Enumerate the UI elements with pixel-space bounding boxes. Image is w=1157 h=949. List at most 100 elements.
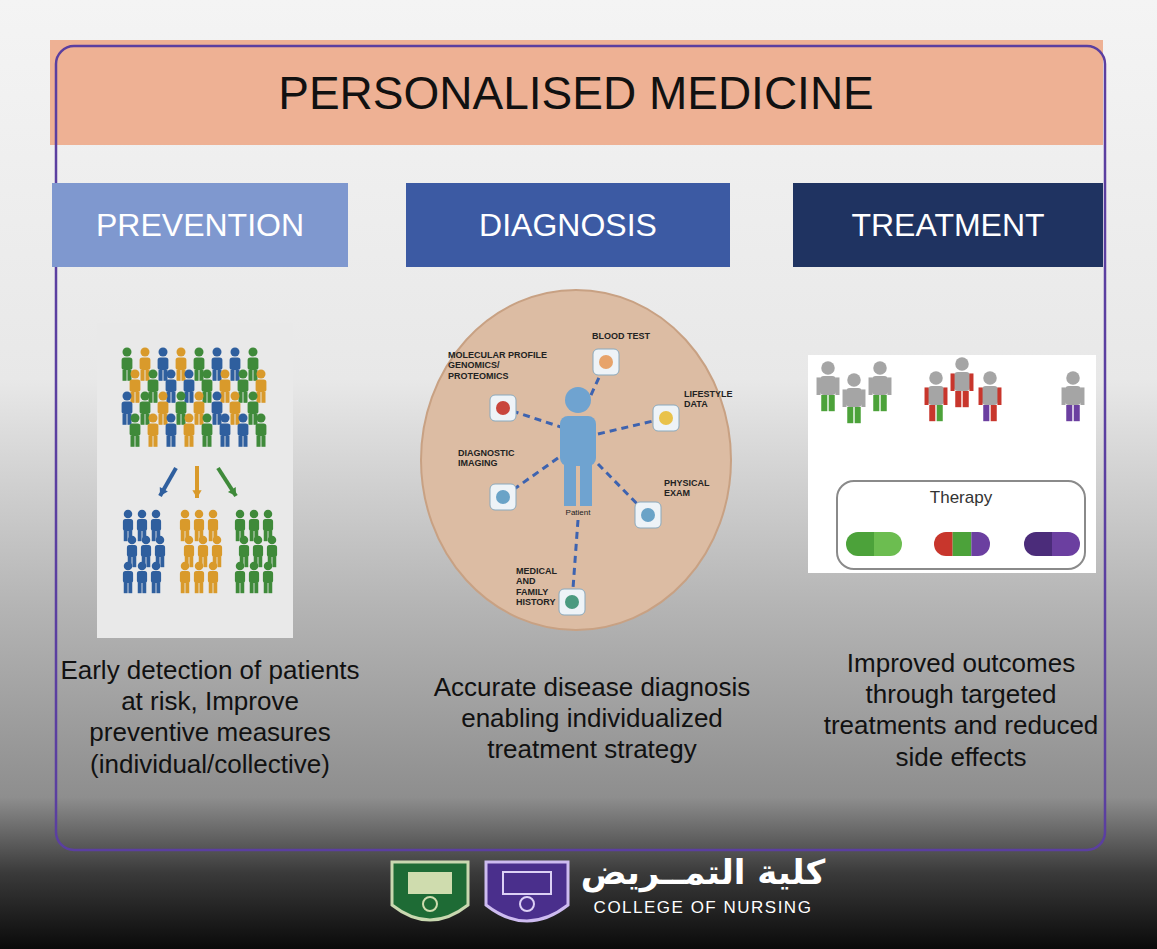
person-head	[929, 371, 943, 385]
college-name: COLLEGE OF NURSING	[578, 898, 828, 918]
person-figure	[220, 370, 231, 403]
person-leg	[160, 557, 164, 567]
person-leg	[254, 583, 258, 593]
person-head	[167, 414, 176, 423]
person-head	[123, 348, 132, 357]
person-arm	[1062, 387, 1066, 405]
person-leg	[261, 436, 265, 447]
person-head	[213, 536, 222, 545]
illustration-label: MEDICAL AND FAMILY HISTORY	[516, 566, 556, 607]
person-body	[137, 519, 147, 531]
person-leg	[217, 557, 221, 567]
person-figure	[256, 370, 267, 403]
pill-outline	[934, 532, 990, 556]
person-body	[982, 386, 998, 405]
person-leg	[268, 583, 272, 593]
person-leg	[167, 436, 171, 447]
person-leg	[243, 436, 247, 447]
person-leg	[135, 436, 139, 447]
person-figure	[212, 348, 223, 381]
person-leg	[272, 557, 276, 567]
person-body	[202, 423, 213, 436]
column-caption: Improved outcomes through targeted treat…	[822, 648, 1100, 773]
person-body	[151, 519, 161, 531]
person-head	[199, 536, 208, 545]
person-body	[872, 376, 888, 395]
person-leg	[153, 436, 157, 447]
person-figure	[256, 414, 267, 447]
person-arm	[1080, 387, 1084, 405]
person-head	[156, 536, 165, 545]
patient-leg	[580, 462, 592, 506]
column-caption: Early detection of patients at risk, Imp…	[60, 655, 360, 780]
person-body	[158, 357, 169, 370]
person-head	[240, 536, 249, 545]
person-body	[180, 519, 190, 531]
person-figure	[158, 348, 169, 381]
person-body	[263, 571, 273, 583]
person-leg	[231, 370, 235, 381]
person-leg	[991, 405, 997, 421]
person-figure	[194, 562, 204, 593]
person-body	[248, 401, 259, 414]
person-figure	[238, 414, 249, 447]
person-head	[124, 510, 133, 519]
person-body	[230, 401, 241, 414]
person-body	[148, 379, 159, 392]
pill	[846, 532, 902, 556]
person-head	[152, 510, 161, 519]
person-head	[955, 357, 969, 371]
stage-header: DIAGNOSIS	[406, 183, 730, 267]
person-leg	[171, 436, 175, 447]
person-leg	[983, 405, 989, 421]
person-head	[195, 562, 204, 571]
person-leg	[231, 414, 235, 425]
person-body	[249, 519, 259, 531]
person-figure	[220, 414, 231, 447]
person-leg	[152, 583, 156, 593]
diagnosis-icons	[490, 349, 679, 615]
icon-tile	[559, 589, 585, 615]
person-head	[195, 510, 204, 519]
logo-building	[503, 872, 551, 894]
prevention-panel	[97, 323, 293, 638]
person-leg	[225, 436, 229, 447]
icon-symbol	[496, 490, 510, 504]
arrow-head	[228, 487, 236, 496]
pill-outline	[846, 532, 902, 556]
patient-body	[560, 416, 596, 466]
person-head	[821, 361, 835, 375]
person-body	[180, 571, 190, 583]
illustration-label: MOLECULAR PROFILE GENOMICS/ PROTEOMICS	[448, 350, 548, 381]
person-figure	[843, 373, 866, 423]
treatment-panel	[808, 355, 1096, 573]
person-head	[142, 536, 151, 545]
person-body	[212, 357, 223, 370]
person-body	[220, 423, 231, 436]
person-leg	[146, 557, 150, 567]
person-leg	[189, 392, 193, 403]
person-body	[194, 519, 204, 531]
person-head	[983, 371, 997, 385]
logo-mark	[423, 897, 437, 911]
person-arm	[943, 387, 947, 405]
person-body	[176, 357, 187, 370]
person-figure	[130, 414, 141, 447]
person-leg	[261, 392, 265, 403]
icon-symbol	[659, 411, 673, 425]
person-leg	[135, 392, 139, 403]
person-leg	[264, 583, 268, 593]
person-head	[221, 370, 230, 379]
person-body	[127, 545, 137, 557]
person-head	[268, 536, 277, 545]
person-body	[212, 401, 223, 414]
person-leg	[141, 414, 145, 425]
person-leg	[829, 395, 835, 411]
person-head	[873, 361, 887, 375]
person-body	[148, 423, 159, 436]
person-arm	[861, 389, 865, 407]
person-body	[184, 545, 194, 557]
person-arm	[951, 373, 955, 391]
illustration-label: LIFESTYLE DATA	[684, 389, 728, 410]
